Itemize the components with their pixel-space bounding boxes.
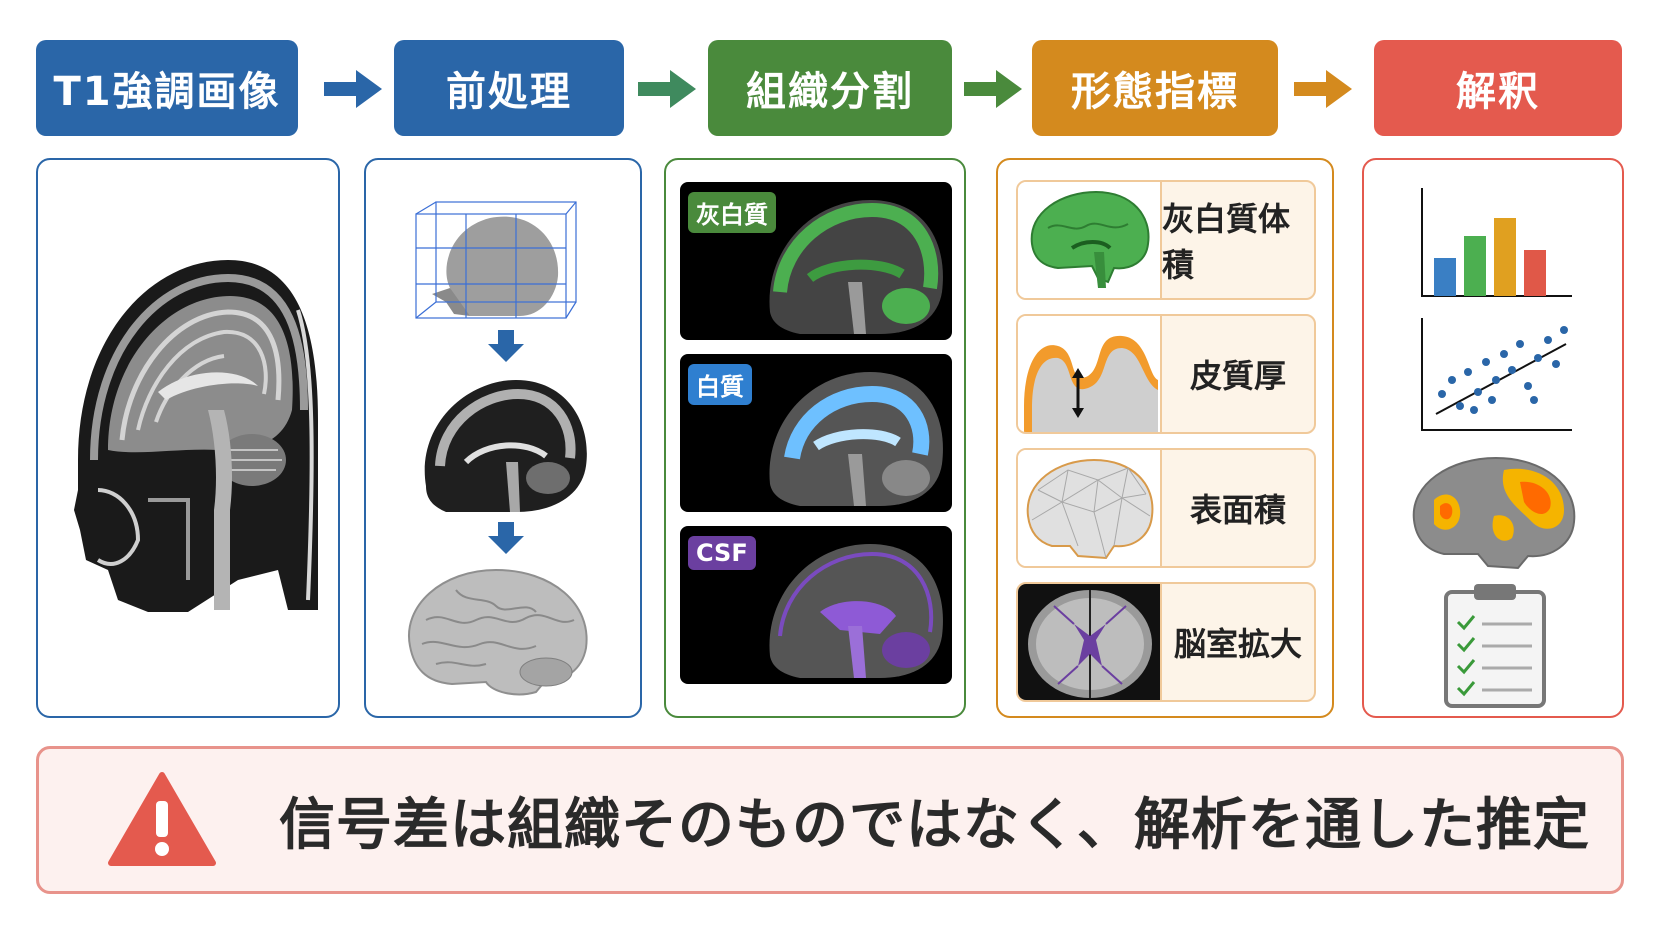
- panel-morphometrics: 灰白質体積 皮質厚 表面積: [996, 158, 1334, 718]
- warning-text: 信号差は組織そのものではなく、解析を通した推定: [279, 792, 1590, 858]
- metric-label: 皮質厚: [1189, 357, 1286, 395]
- panel-segmentation: 灰白質 白質 CSF: [664, 158, 966, 718]
- green-brain-icon: [1030, 190, 1150, 288]
- skull-stripped-mri-icon: [424, 380, 587, 512]
- segmentation-card-csf: CSF: [680, 526, 952, 684]
- step-label: 前処理: [446, 69, 572, 115]
- metric-ventricle-enlargement: 脳室拡大: [1016, 582, 1316, 702]
- right-arrow-icon: [324, 70, 382, 108]
- scatter-plot-icon: [1421, 318, 1572, 431]
- csf-mri-icon: [769, 544, 943, 678]
- checklist-clipboard-icon: [1444, 584, 1546, 708]
- step-label: 組織分割: [746, 69, 914, 115]
- right-arrow-icon: [964, 70, 1022, 108]
- gray-matter-mri-icon: [769, 200, 943, 334]
- metric-label: 灰白質体積: [1162, 200, 1291, 284]
- metric-surface-area: 表面積: [1016, 448, 1316, 568]
- 3d-brain-icon: [407, 568, 588, 696]
- activation-brain-icon: [1412, 456, 1576, 570]
- panel-t1-image: [36, 158, 340, 718]
- surface-mesh-brain-icon: [1026, 458, 1154, 560]
- step-morphometrics: 形態指標: [1032, 40, 1278, 136]
- right-arrow-icon: [638, 70, 696, 108]
- step-label: 解釈: [1456, 69, 1540, 115]
- down-arrow-icon: [488, 522, 524, 554]
- sagittal-mri-head-icon: [74, 260, 318, 612]
- bar-chart-icon: [1421, 188, 1572, 297]
- step-segmentation: 組織分割: [708, 40, 952, 136]
- white-matter-mri-icon: [769, 372, 943, 506]
- step-label: 形態指標: [1071, 69, 1239, 115]
- down-arrow-icon: [488, 330, 524, 362]
- metric-gray-matter-volume: 灰白質体積: [1016, 180, 1316, 300]
- gray-matter-label: 灰白質: [688, 192, 776, 233]
- metric-label: 表面積: [1189, 491, 1286, 529]
- cortical-thickness-icon: [1024, 335, 1158, 432]
- panel-preprocessing: [364, 158, 642, 718]
- metric-cortical-thickness: 皮質厚: [1016, 314, 1316, 434]
- panel-interpretation: [1362, 158, 1624, 718]
- registration-grid-head-icon: [415, 201, 577, 319]
- step-preprocessing: 前処理: [394, 40, 624, 136]
- warning-banner: 信号差は組織そのものではなく、解析を通した推定: [36, 746, 1624, 894]
- step-interpretation: 解釈: [1374, 40, 1622, 136]
- right-arrow-icon: [1294, 70, 1352, 108]
- metric-label: 脳室拡大: [1173, 625, 1302, 663]
- step-t1-image: T1強調画像: [36, 40, 298, 136]
- white-matter-label: 白質: [688, 364, 752, 405]
- ventricle-axial-icon: [1028, 590, 1152, 698]
- step-label: T1強調画像: [53, 69, 281, 115]
- csf-label: CSF: [688, 536, 756, 570]
- warning-triangle-icon: [108, 772, 216, 866]
- segmentation-card-gray-matter: 灰白質: [680, 182, 952, 340]
- segmentation-card-white-matter: 白質: [680, 354, 952, 512]
